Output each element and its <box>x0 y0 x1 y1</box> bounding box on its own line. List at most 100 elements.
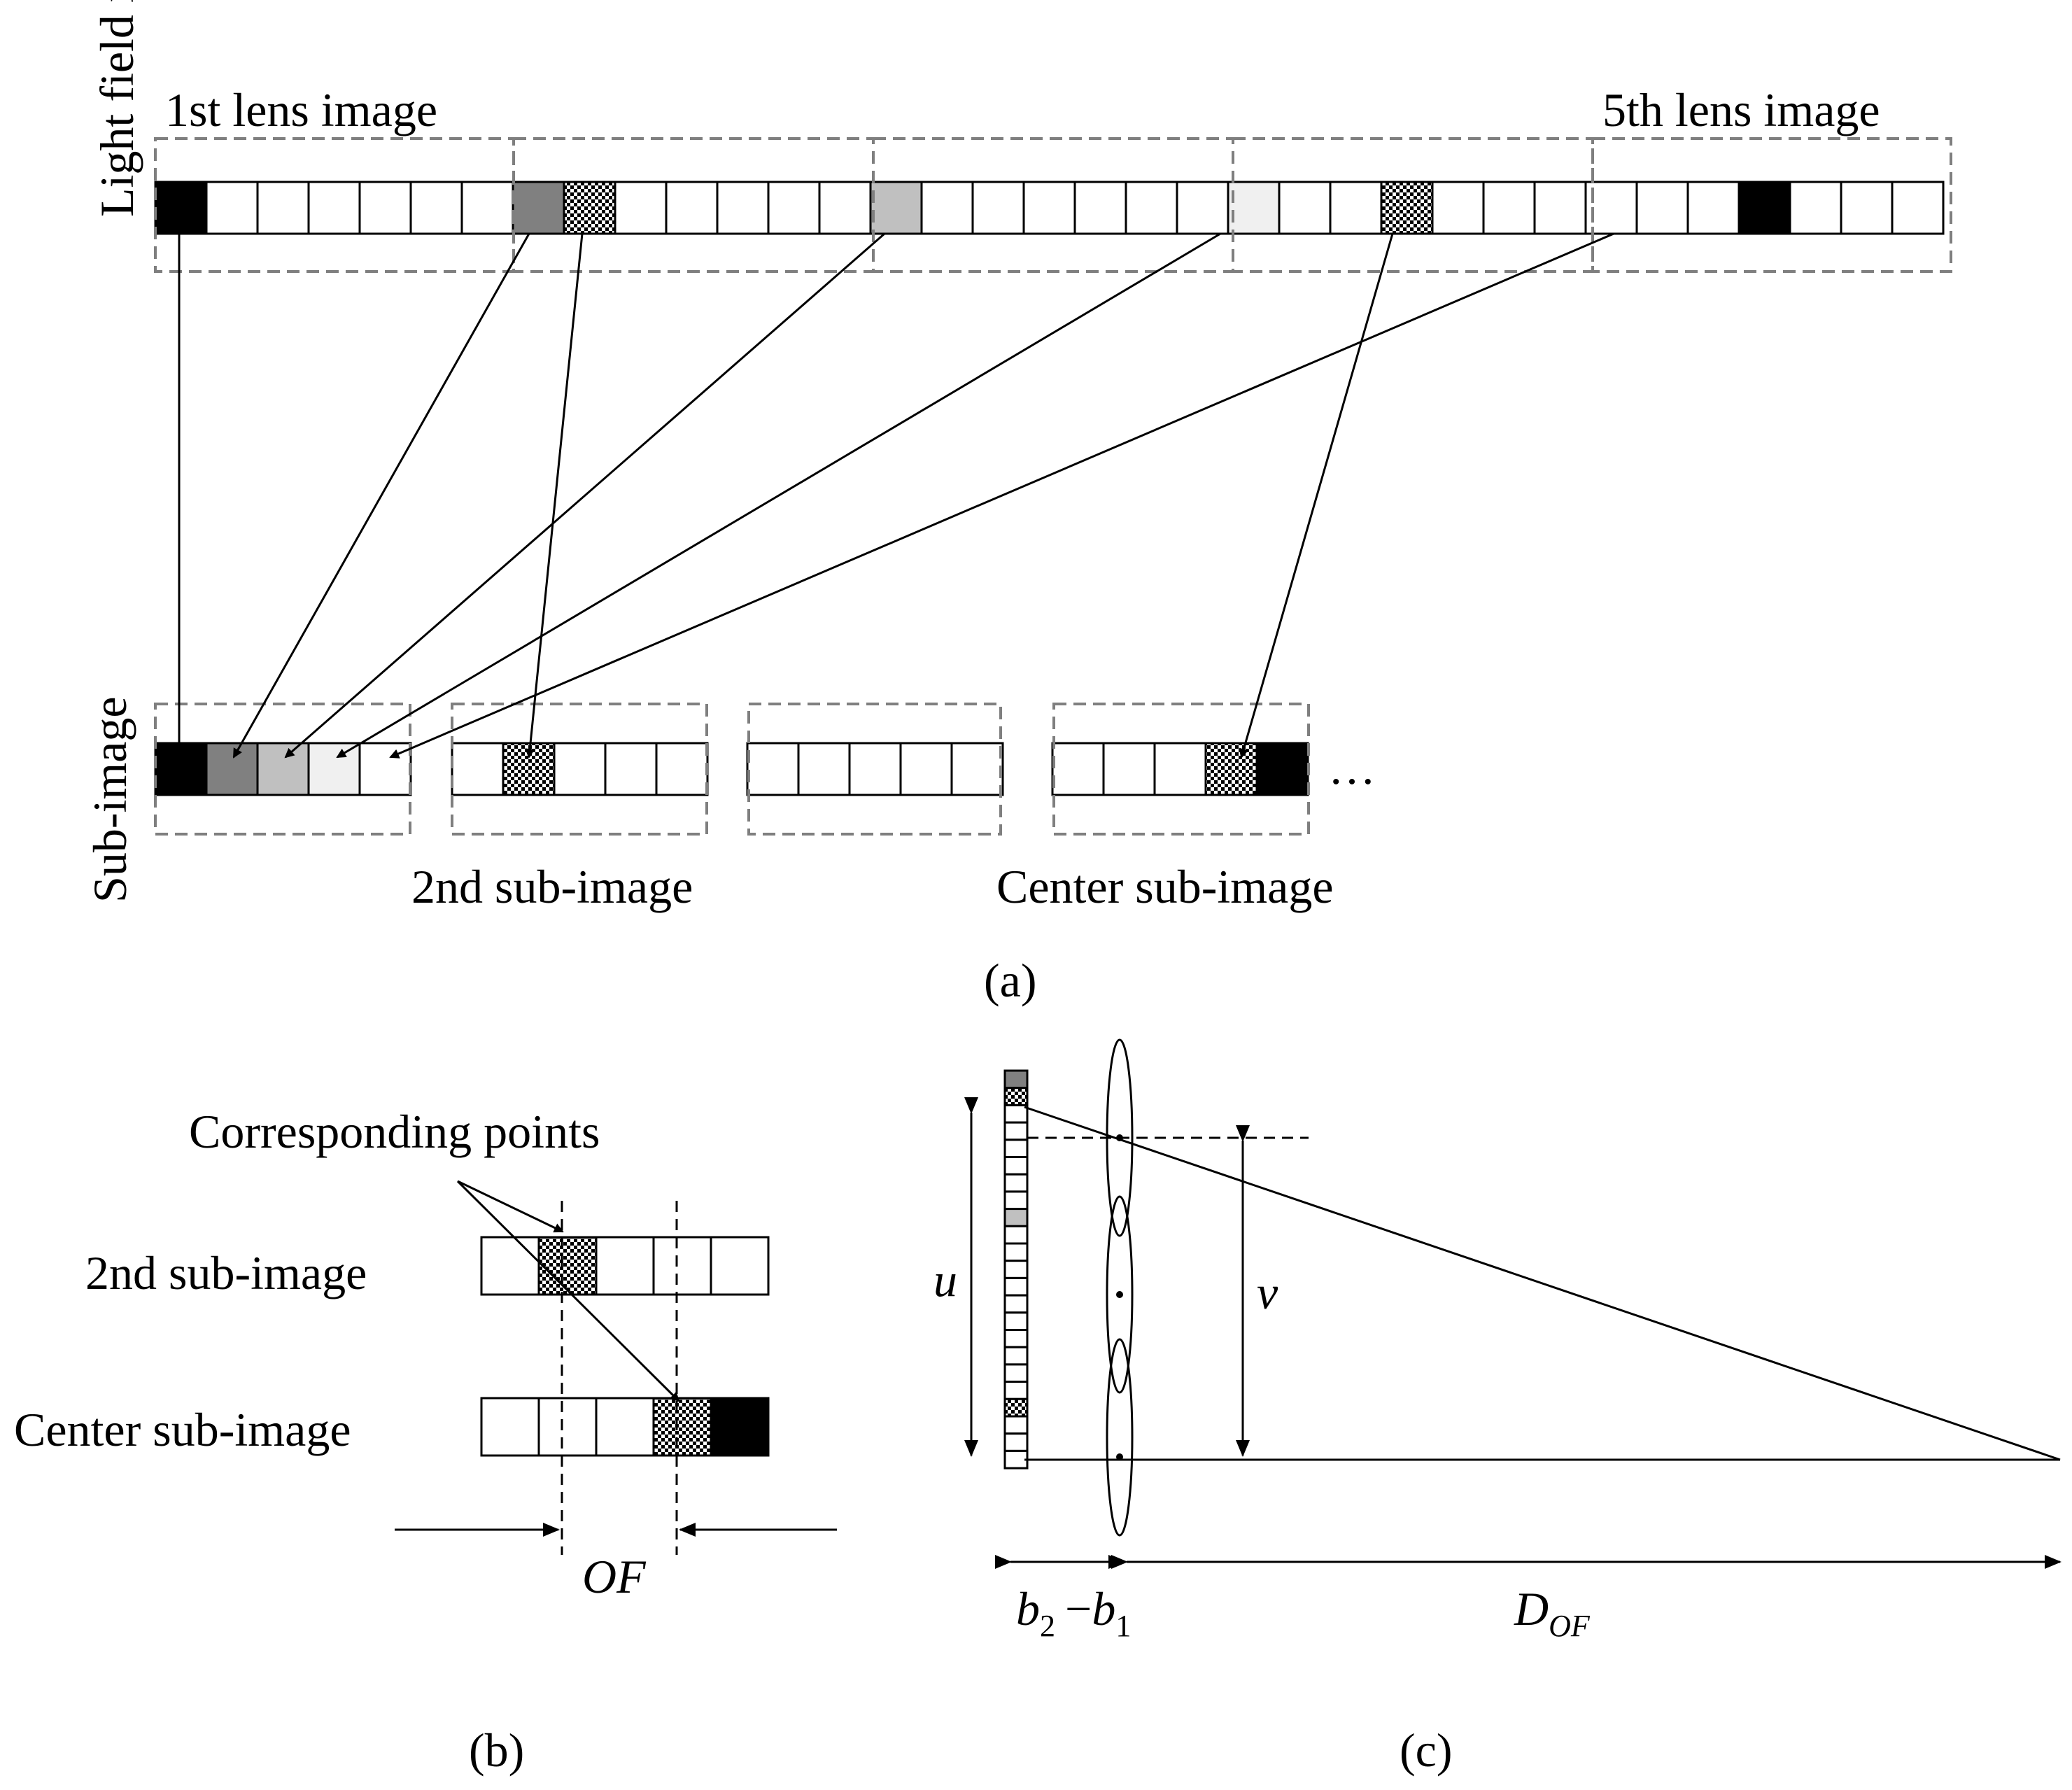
sub-image-2-cell <box>655 742 709 796</box>
sub-image-3-cell <box>848 742 902 796</box>
light-field-cell <box>920 181 974 235</box>
sub-image-box-1 <box>154 703 411 836</box>
center-sub-image-label-b: Center sub-image <box>14 1403 351 1456</box>
center-sub-image-cell <box>1102 742 1156 796</box>
mapping-arrows <box>174 231 1614 759</box>
light-field-cell <box>614 181 668 235</box>
fifth-lens-image-label: 5th lens image <box>1602 83 1880 136</box>
b-center-sub-cell <box>710 1397 770 1457</box>
panel-a: Light field image Sub-image 1st lens ima… <box>83 0 1952 1007</box>
b2-symbol: b <box>1016 1582 1040 1635</box>
lens-3 <box>1106 1338 1134 1537</box>
sensor-cell <box>1003 1432 1029 1452</box>
light-field-cell <box>1789 181 1842 235</box>
sub-image-1-cell <box>205 742 259 796</box>
sub-image-axis-label: Sub-image <box>83 696 136 903</box>
sub-image-box-3 <box>747 703 1002 836</box>
sensor-cell <box>1003 1294 1029 1314</box>
b-second-sub-cell <box>710 1236 770 1296</box>
sensor-cell <box>1003 1139 1029 1159</box>
light-field-cell <box>1073 181 1127 235</box>
sub-image-2-cell <box>604 742 658 796</box>
sensor-cell <box>1003 1260 1029 1279</box>
sensor-cell <box>1003 1173 1029 1193</box>
light-field-cell <box>1482 181 1536 235</box>
sensor-cell <box>1003 1208 1029 1227</box>
arrow-to-center-sub-point <box>456 1180 680 1402</box>
sub-image-box-4 <box>1052 703 1310 836</box>
sensor-cell <box>1003 1397 1029 1418</box>
b-second-sub-cell <box>652 1236 712 1296</box>
sensor-cell <box>1003 1449 1029 1470</box>
arrow-third-lens-to-sub <box>284 232 885 759</box>
panel-a-caption: (a) <box>984 954 1036 1007</box>
lens-2 <box>1106 1195 1134 1394</box>
sensor-cell <box>1003 1069 1029 1090</box>
light-field-cell <box>358 181 412 235</box>
center-sub-image-row <box>480 1397 770 1457</box>
light-field-cell <box>1533 181 1587 235</box>
sub-image-3-cell <box>797 742 851 796</box>
sensor-cell <box>1003 1415 1029 1435</box>
sensor-cell <box>1003 1190 1029 1211</box>
corresponding-points-label: Corresponding points <box>189 1105 600 1158</box>
panel-c: u v b2−b1 DOF (c) <box>933 1038 2062 1777</box>
b-second-sub-cell <box>537 1236 598 1296</box>
light-field-cell <box>205 181 259 235</box>
sensor-cell <box>1003 1156 1029 1176</box>
center-sub-image-cell <box>1204 742 1258 796</box>
light-field-cell <box>767 181 821 235</box>
sub-image-2-cell <box>553 742 607 796</box>
sensor-cell <box>1003 1346 1029 1366</box>
light-field-cell <box>716 181 770 235</box>
light-field-cell <box>460 181 514 235</box>
b-center-sub-cell <box>537 1397 598 1457</box>
d-of-label: DOF <box>1514 1582 1591 1643</box>
light-field-cell <box>1125 181 1178 235</box>
d-subscript: OF <box>1549 1609 1591 1643</box>
sub-image-1-cell <box>256 742 310 796</box>
sensor-cell <box>1003 1121 1029 1141</box>
lens-image-box-3 <box>872 137 1234 273</box>
light-field-cell <box>1891 181 1945 235</box>
light-field-image-axis-label: Light field image <box>90 0 143 217</box>
panel-b-caption: (b) <box>469 1724 524 1777</box>
light-field-cell <box>1840 181 1894 235</box>
light-field-cell <box>154 181 208 235</box>
b1-subscript: 1 <box>1115 1609 1131 1643</box>
light-field-cell <box>818 181 872 235</box>
sub-image-3-cell <box>899 742 953 796</box>
lens-image-boxes <box>154 137 1952 273</box>
light-field-cell <box>1738 181 1791 235</box>
first-lens-image-label: 1st lens image <box>165 83 437 136</box>
minus-sign: − <box>1065 1582 1092 1635</box>
sensor-cell <box>1003 1276 1029 1297</box>
light-field-cell <box>1635 181 1689 235</box>
light-field-cell <box>563 181 616 235</box>
arrow-second-lens-to-sub <box>232 233 530 759</box>
sensor-column <box>1003 1069 1029 1470</box>
second-sub-image-label: 2nd sub-image <box>411 860 693 913</box>
ellipsis: … <box>1328 741 1376 794</box>
b-center-sub-cell <box>595 1397 655 1457</box>
sub-image-1-cell <box>154 742 208 796</box>
panel-c-caption: (c) <box>1400 1724 1452 1777</box>
arrow-checker-to-second-sub <box>525 233 584 759</box>
light-field-cell <box>1329 181 1383 235</box>
center-sub-image-cell <box>1255 742 1309 796</box>
offset-label: OF <box>582 1550 647 1603</box>
sensor-cell <box>1003 1311 1029 1332</box>
b-second-sub-cell <box>595 1236 655 1296</box>
b2-subscript: 2 <box>1040 1609 1055 1643</box>
light-field-cell <box>1022 181 1076 235</box>
sub-image-2-cell <box>451 742 505 796</box>
sub-image-strips <box>154 742 1309 796</box>
sub-image-box-2 <box>451 703 708 836</box>
lens-image-box-4 <box>1232 137 1594 273</box>
arrow-fourth-lens-to-sub <box>336 232 1221 759</box>
light-field-cell <box>665 181 719 235</box>
light-field-cell <box>1227 181 1281 235</box>
sub-image-boxes <box>154 703 1310 836</box>
sub-image-3-cell <box>746 742 800 796</box>
